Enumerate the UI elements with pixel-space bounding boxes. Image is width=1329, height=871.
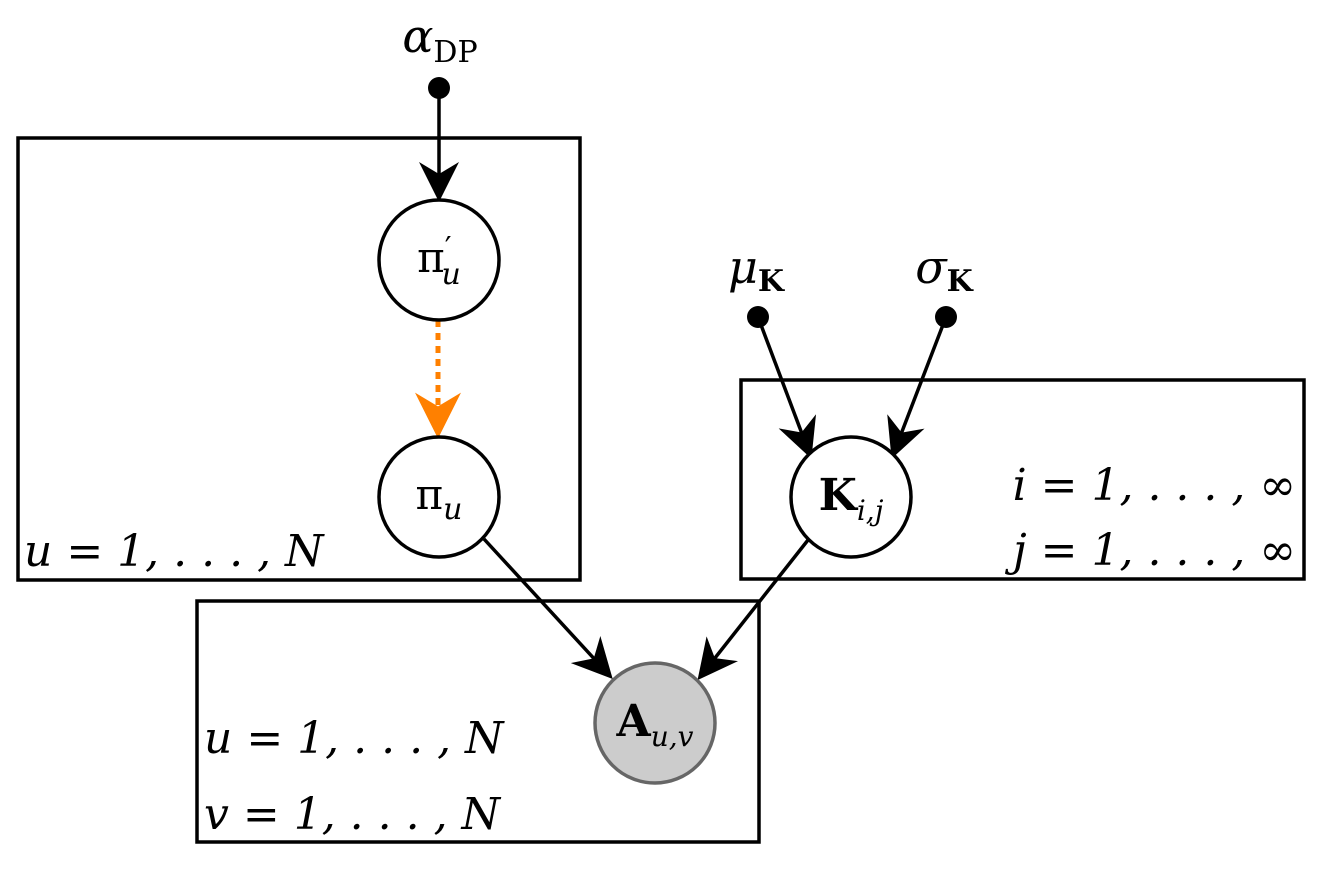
mu-label: μK (728, 240, 785, 299)
node-pi-prime (377, 198, 501, 322)
node-K (789, 435, 913, 559)
mu-dot (747, 306, 769, 328)
plate-kernel (739, 378, 1306, 581)
A-symbol: A (616, 696, 652, 747)
pi-symbol: π (416, 470, 444, 519)
edge-pi-to-A (482, 537, 613, 679)
pi-prime-subscript: u (442, 257, 461, 292)
pi-label: πu (416, 470, 463, 527)
pi-subscript: u (443, 492, 462, 527)
sigma-label: σK (915, 240, 973, 299)
edge-mu-to-K (756, 316, 817, 459)
plate-adjacency (195, 599, 761, 844)
sigma-dot (935, 306, 957, 328)
A-label: Au,v (616, 696, 694, 753)
K-label: Ki,j (819, 470, 884, 527)
plate-adjacency-index-u: u = 1, . . . , N (204, 713, 505, 764)
edge-sigma-to-K (887, 316, 948, 459)
alpha-dot (428, 77, 450, 99)
alpha-symbol: α (402, 9, 433, 63)
plate-kernel-index-j: j = 1, . . . , ∞ (1004, 525, 1296, 576)
pi-prime-symbol: π (417, 233, 445, 282)
sigma-subscript: K (947, 264, 974, 299)
plate-user-index: u = 1, . . . , N (24, 526, 325, 577)
mu-symbol: μ (728, 240, 758, 294)
plate-adjacency-index-v: v = 1, . . . , N (204, 789, 502, 840)
node-A (593, 661, 717, 785)
node-pi (377, 435, 501, 559)
plate-user (16, 136, 582, 582)
A-subscript: u,v (651, 720, 694, 753)
edge-K-to-A (697, 538, 810, 681)
mu-subscript: K (758, 264, 785, 299)
alpha-subscript: DP (433, 35, 477, 70)
sigma-symbol: σ (915, 240, 948, 294)
plate-kernel-index-i: i = 1, . . . , ∞ (1013, 460, 1296, 511)
K-subscript: i,j (857, 494, 884, 527)
K-symbol: K (819, 470, 859, 521)
pi-prime-label: π′u (417, 231, 461, 292)
pi-prime-mark: ′ (445, 231, 452, 266)
alpha-label: αDP (402, 9, 477, 70)
